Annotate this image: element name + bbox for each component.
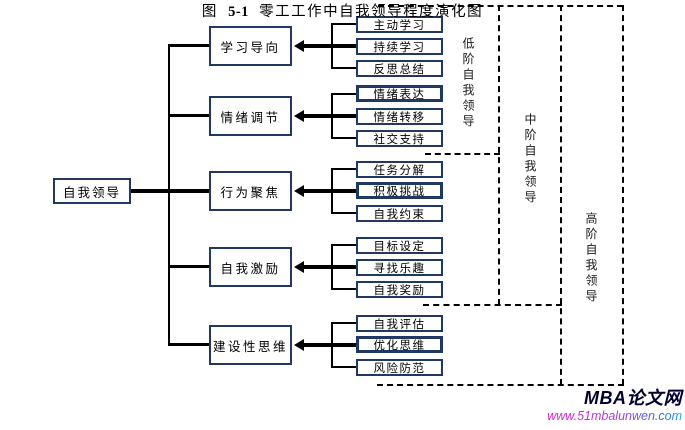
caption-number: 5-1 — [228, 4, 249, 20]
dashed-frame-bottom-edge — [377, 384, 624, 386]
item-node-label: 自我奖励 — [373, 284, 426, 297]
item-node-label: 目标设定 — [373, 240, 426, 253]
caption-prefix: 图 — [201, 4, 218, 20]
item-node: 反思总结 — [356, 60, 443, 77]
root-main-connector-line — [131, 189, 209, 193]
category-node-label: 行为聚焦 — [220, 185, 281, 200]
branch-connector-line — [168, 114, 209, 117]
dashed-frame-low-bottom-edge — [425, 153, 500, 155]
arrowhead-left-icon — [294, 40, 304, 52]
item-node: 自我约束 — [356, 205, 443, 222]
bracket-vertical-line — [331, 23, 333, 68]
item-node: 目标设定 — [356, 237, 443, 254]
level-label-mid: 中阶自我领导 — [523, 113, 537, 206]
category-node-label: 自我激励 — [220, 261, 281, 276]
item-node: 自我评估 — [356, 315, 443, 332]
item-node-label: 情绪转移 — [373, 111, 426, 124]
arrowhead-left-icon — [294, 261, 304, 273]
root-node-label: 自我领导 — [62, 185, 121, 200]
item-node-label: 情绪表达 — [373, 88, 426, 101]
bracket-vertical-line — [331, 244, 333, 289]
item-node-label: 社交支持 — [373, 133, 426, 146]
watermark-url: www.51mbalunwen.com — [547, 409, 682, 423]
item-node: 持续学习 — [356, 38, 443, 55]
level-label-high: 高阶自我领导 — [584, 212, 598, 305]
dashed-frame-mid-bottom-edge — [423, 304, 562, 306]
item-node: 主动学习 — [356, 16, 443, 33]
category-node: 情绪调节 — [209, 96, 292, 136]
item-node: 任务分解 — [356, 161, 443, 178]
bracket-stub-line — [331, 212, 356, 214]
branch-connector-line — [168, 343, 209, 346]
item-node: 情绪表达 — [356, 85, 443, 102]
category-node-label: 情绪调节 — [220, 110, 281, 125]
bracket-stub-line — [331, 322, 356, 324]
bracket-vertical-line — [331, 322, 333, 367]
arrow-shaft-line — [303, 114, 356, 118]
item-node-label: 寻找乐趣 — [373, 262, 426, 275]
category-node-label: 建设性思维 — [212, 339, 288, 354]
arrowhead-left-icon — [294, 110, 304, 122]
arrowhead-left-icon — [294, 185, 304, 197]
arrowhead-left-icon — [294, 339, 304, 351]
item-node-label: 自我约束 — [373, 208, 426, 221]
bracket-stub-line — [331, 67, 356, 69]
watermark-brand: MBA论文网 — [584, 388, 682, 408]
item-node-label: 自我评估 — [373, 318, 426, 331]
item-node-label: 反思总结 — [373, 63, 426, 76]
arrow-shaft-line — [303, 343, 356, 347]
item-node: 寻找乐趣 — [356, 259, 443, 276]
bracket-stub-line — [331, 168, 356, 170]
caption-text: 零工工作中自我领导程度演化图 — [259, 4, 484, 20]
category-node: 学习导向 — [209, 26, 292, 66]
root-node-self-leadership: 自我领导 — [53, 178, 131, 204]
item-node: 优化思维 — [356, 336, 443, 353]
bracket-stub-line — [331, 23, 356, 25]
item-node: 社交支持 — [356, 130, 443, 147]
item-node: 自我奖励 — [356, 281, 443, 298]
bracket-vertical-line — [331, 168, 333, 213]
item-node-label: 任务分解 — [373, 164, 426, 177]
arrow-shaft-line — [303, 44, 356, 48]
bracket-vertical-line — [331, 93, 333, 138]
bracket-stub-line — [331, 244, 356, 246]
bracket-stub-line — [331, 288, 356, 290]
dashed-frame-low-right-edge — [498, 5, 500, 305]
item-node-label: 积极挑战 — [373, 185, 426, 198]
category-node-label: 学习导向 — [220, 40, 281, 55]
category-node: 建设性思维 — [209, 325, 292, 365]
bracket-stub-line — [331, 137, 356, 139]
item-node-label: 风险防范 — [373, 362, 426, 375]
item-node-label: 主动学习 — [373, 19, 426, 32]
item-node: 情绪转移 — [356, 108, 443, 125]
arrow-shaft-line — [303, 189, 356, 193]
bracket-stub-line — [331, 93, 356, 95]
arrow-shaft-line — [303, 265, 356, 269]
branch-connector-line — [168, 265, 209, 268]
category-node: 行为聚焦 — [209, 171, 292, 211]
dashed-frame-high-right-edge — [622, 5, 624, 385]
item-node: 积极挑战 — [356, 182, 443, 199]
item-node: 风险防范 — [356, 359, 443, 376]
bracket-stub-line — [331, 366, 356, 368]
item-node-label: 持续学习 — [373, 41, 426, 54]
category-node: 自我激励 — [209, 247, 292, 287]
watermark: MBA论文网 www.51mbalunwen.com — [547, 389, 682, 423]
figure-caption: 图 5-1 零工工作中自我领导程度演化图 — [0, 0, 685, 21]
dashed-frame-mid-right-edge — [560, 5, 562, 385]
dashed-frame-top-edge — [378, 5, 623, 7]
item-node-label: 优化思维 — [373, 339, 426, 352]
trunk-connector-line — [168, 45, 170, 346]
branch-connector-line — [168, 44, 209, 47]
level-label-low: 低阶自我领导 — [461, 37, 475, 130]
